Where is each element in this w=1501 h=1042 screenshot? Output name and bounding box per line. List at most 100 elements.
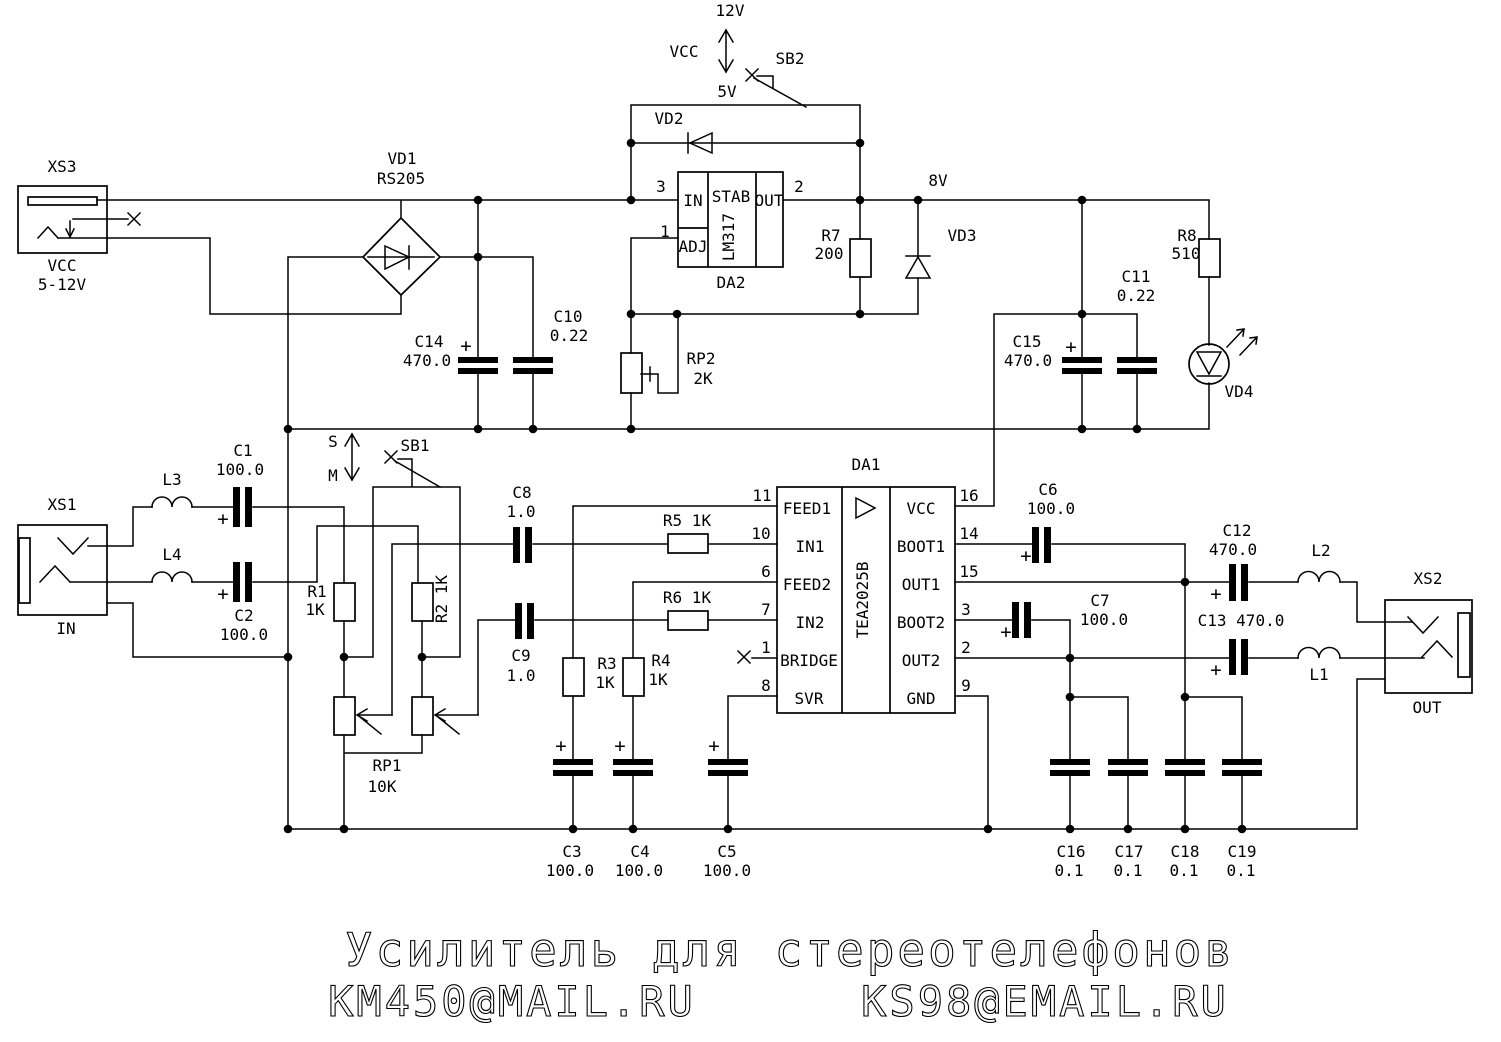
switch-lever <box>393 459 442 489</box>
ic-da2-lm317: 3 1 2 IN ADJ STAB OUT LM317 DA2 <box>656 171 804 292</box>
plate <box>1117 368 1157 374</box>
capacitor-c11: C11 0.22 <box>1117 267 1157 374</box>
capacitor-c8: C8 1.0 <box>507 483 535 563</box>
c7-value: 100.0 <box>1080 610 1128 629</box>
polarity-plus: + <box>460 335 471 357</box>
c17-ref: C17 <box>1115 842 1144 861</box>
plate <box>553 770 593 776</box>
resistor-body <box>333 696 356 736</box>
jack-body <box>17 185 108 254</box>
junction-dot <box>473 424 483 434</box>
diode-triangle <box>904 255 932 279</box>
xs2-out-label: OUT <box>1413 698 1442 717</box>
resistor-body <box>622 657 645 697</box>
capacitor-c6: C6 100.0 + <box>1020 480 1075 567</box>
sb1-ref: SB1 <box>401 436 430 455</box>
vd1-part: RS205 <box>377 169 425 188</box>
plate <box>1062 368 1102 374</box>
coil <box>151 571 193 583</box>
c1-value: 100.0 <box>216 460 264 479</box>
plate <box>1117 357 1157 363</box>
da1-pin9-number: 9 <box>961 676 971 695</box>
junction-dot <box>672 309 682 319</box>
junction-dot <box>283 824 293 834</box>
c17-value: 0.1 <box>1114 861 1143 880</box>
da1-pin2-number: 2 <box>961 638 971 657</box>
resistor-r5: R5 1K <box>663 511 711 554</box>
resistor-r6: R6 1K <box>663 588 711 631</box>
email-left: KM450@MAIL.RU <box>328 977 696 1026</box>
junction-dot <box>1065 653 1075 663</box>
bridge-rectifier-vd1: VD1 RS205 <box>361 149 442 297</box>
plate <box>1062 357 1102 363</box>
capacitor-c15: C15 470.0 + <box>1004 332 1102 374</box>
plate <box>1050 759 1090 765</box>
plate <box>515 603 522 639</box>
r1-value: 1K <box>305 600 325 619</box>
plate <box>1050 770 1090 776</box>
da2-stab-label: STAB <box>712 187 751 206</box>
c4-value: 100.0 <box>615 861 663 880</box>
resistor-r2: R2 1K <box>411 575 451 623</box>
signal-wires <box>69 218 1425 830</box>
junction-dot <box>855 138 865 148</box>
plate <box>245 487 252 527</box>
schematic-title: Усилитель для стереотелефонов <box>345 923 1235 977</box>
c18-ref: C18 <box>1171 842 1200 861</box>
switch-sb2: 12V VCC 5V SB2 <box>670 1 808 109</box>
plug-tip-bar <box>27 196 98 206</box>
vcc-label: VCC <box>670 42 699 61</box>
junction-dot <box>855 195 865 205</box>
wiper-arrow-icon <box>433 707 479 736</box>
resistor-body <box>411 696 434 736</box>
junction-dot <box>1180 692 1190 702</box>
da1-boot2-label: BOOT2 <box>897 613 945 632</box>
l4-ref: L4 <box>162 545 181 564</box>
rp1-value: 10K <box>368 777 397 796</box>
junction-dot <box>855 309 865 319</box>
nc-contact-x-icon <box>126 211 142 227</box>
da1-out1-label: OUT1 <box>902 575 941 594</box>
plate <box>1229 639 1236 675</box>
da2-pin3-number: 3 <box>656 177 666 196</box>
v5-label: 5V <box>717 82 737 101</box>
c2-value: 100.0 <box>220 625 268 644</box>
plate <box>1012 602 1019 638</box>
jack-contacts <box>1406 615 1454 659</box>
diode-triangle <box>384 244 411 271</box>
da1-bridge-label: BRIDGE <box>780 651 838 670</box>
junction-dot <box>1065 824 1075 834</box>
c4-ref: C4 <box>630 842 649 861</box>
c9-ref: C9 <box>511 646 530 665</box>
email-right: KS98@EMAIL.RU <box>861 977 1229 1026</box>
polarity-plus: + <box>217 508 228 530</box>
vd1-ref: VD1 <box>388 149 417 168</box>
plate <box>513 357 553 363</box>
amp-triangle-icon <box>855 496 877 520</box>
capacitor-c3: + C3 100.0 <box>546 735 594 880</box>
r4-value: 1K <box>648 670 668 689</box>
led-light-arrows-icon <box>1225 327 1259 357</box>
resistor-r7: R7 200 <box>815 226 872 278</box>
da2-pin2-number: 2 <box>794 177 804 196</box>
da1-pin7-number: 7 <box>761 600 771 619</box>
da1-in2-label: IN2 <box>796 613 825 632</box>
capacitor-c19: C19 0.1 <box>1222 759 1262 880</box>
da2-pin1-number: 1 <box>660 222 670 241</box>
plate <box>525 527 532 563</box>
da1-pin14-number: 14 <box>959 524 978 543</box>
ic-body <box>677 171 784 268</box>
capacitor-c9: C9 1.0 <box>507 603 535 685</box>
resistor-body <box>849 238 872 278</box>
da1-out2-label: OUT2 <box>902 651 941 670</box>
plate <box>708 759 748 765</box>
da1-in1-label: IN1 <box>796 537 825 556</box>
plate <box>458 357 498 363</box>
zener-vd3: VD3 <box>904 226 976 279</box>
c15-value: 470.0 <box>1004 351 1052 370</box>
junction-dot <box>626 309 636 319</box>
resistor-body <box>620 352 643 394</box>
xs3-vcc-label: VCC <box>48 256 77 275</box>
c8-ref: C8 <box>512 483 531 502</box>
plate <box>233 487 240 527</box>
